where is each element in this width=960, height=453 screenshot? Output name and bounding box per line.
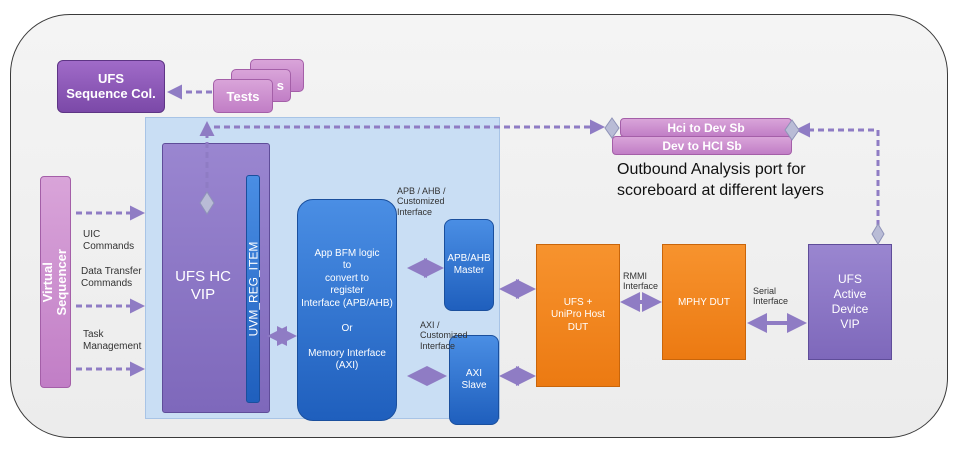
uvm-reg-item-bar: UVM_REG_ITEM [246, 175, 260, 403]
tests-label: Tests [226, 88, 260, 104]
rmmi-interface-label: RMMI Interface [623, 271, 659, 292]
tests-back-label: s [276, 78, 284, 93]
apb-interface-label: APB / AHB / Customized Interface [397, 186, 446, 217]
device-vip-label: UFS Active Device VIP [831, 272, 869, 331]
sb-left-diamond [604, 117, 620, 139]
apb-ahb-master-label: APB/AHB Master [447, 253, 491, 276]
serial-interface-label: Serial Interface [753, 286, 789, 307]
host-dut-label: UFS + UniPro Host DUT [551, 296, 605, 333]
ufs-sequence-col-box: UFS Sequence Col. [57, 60, 165, 113]
ufs-sequence-col-label: UFS Sequence Col. [66, 70, 156, 101]
mphy-dut-box: MPHY DUT [662, 244, 746, 360]
sb-hci-to-dev-label: Hci to Dev Sb [667, 120, 745, 135]
app-bfm-box: App BFM logic to convert to register Int… [297, 199, 397, 421]
axi-interface-label: AXI / Customized Interface [420, 320, 468, 351]
uic-commands-label: UIC Commands [83, 229, 135, 252]
axi-slave-label: AXI Slave [461, 368, 487, 391]
axi-slave-box: AXI Slave [449, 335, 499, 425]
sb-right-diamond [784, 119, 800, 141]
device-vip-box: UFS Active Device VIP [808, 244, 892, 360]
outbound-analysis-note: Outbound Analysis port for scoreboard at… [617, 161, 824, 199]
app-bfm-label: App BFM logic to convert to register Int… [301, 247, 393, 372]
virtual-sequencer-box: Virtual Sequencer [40, 176, 71, 388]
task-management-label: Task Management [83, 329, 142, 352]
sb-dev-to-hci-box: Dev to HCI Sb [612, 136, 792, 155]
ufs-hc-vip-label: UFS HC VIP [175, 268, 231, 303]
device-port-diamond [871, 223, 885, 245]
hc-port-diamond [199, 191, 215, 215]
host-dut-box: UFS + UniPro Host DUT [536, 244, 620, 387]
device-to-scoreboard-arrow [795, 122, 880, 236]
sb-hci-to-dev-box: Hci to Dev Sb [620, 118, 792, 137]
apb-ahb-master-box: APB/AHB Master [444, 219, 494, 311]
sb-dev-to-hci-label: Dev to HCI Sb [662, 138, 742, 153]
tests-box: Tests [213, 79, 273, 113]
mphy-dut-label: MPHY DUT [677, 296, 731, 308]
data-transfer-label: Data Transfer Commands [81, 266, 142, 289]
